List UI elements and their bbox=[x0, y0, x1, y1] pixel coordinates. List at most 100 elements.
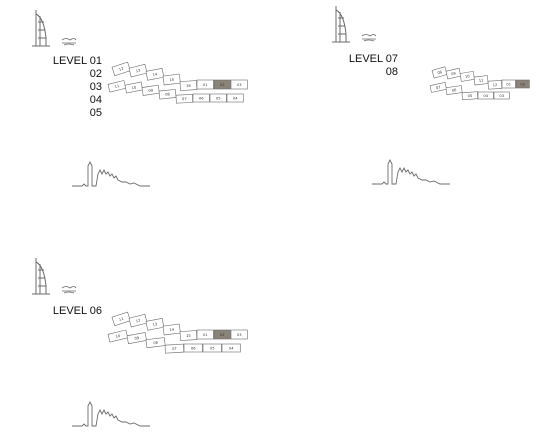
unit-box bbox=[179, 330, 198, 341]
unit-box bbox=[196, 79, 214, 90]
unit-number: 03 bbox=[499, 94, 504, 98]
unit-number: 05 bbox=[210, 346, 215, 350]
unit-cell: 13 bbox=[145, 317, 165, 331]
unit-number: 15 bbox=[186, 334, 191, 338]
unit-highlighted bbox=[515, 79, 530, 89]
level-label: 04 bbox=[89, 94, 102, 106]
unit-box bbox=[473, 75, 489, 86]
unit-number: 06 bbox=[191, 346, 196, 350]
unit-number: 03 bbox=[237, 333, 242, 337]
unit-cell: 02 bbox=[213, 79, 231, 90]
unit-cell: 07 bbox=[164, 343, 185, 354]
unit-cell: 15 bbox=[162, 73, 181, 86]
unit-box bbox=[162, 73, 181, 86]
level-label: LEVEL 01 bbox=[52, 55, 102, 67]
unit-number: 02 bbox=[220, 83, 225, 87]
unit-cell: 15 bbox=[179, 330, 198, 341]
unit-number: 10 bbox=[115, 334, 121, 339]
unit-number: 06 bbox=[199, 96, 204, 100]
unit-box bbox=[183, 343, 203, 353]
unit-box bbox=[459, 70, 475, 82]
unit-number: 04 bbox=[229, 346, 234, 350]
unit-box bbox=[164, 343, 185, 354]
unit-cell: 04 bbox=[477, 91, 494, 100]
unit-number: 03 bbox=[237, 83, 242, 87]
unit-cell: 13 bbox=[128, 63, 148, 78]
unit-cell: 06 bbox=[445, 85, 463, 95]
unit-number: 13 bbox=[135, 68, 140, 73]
unit-number: 07 bbox=[436, 85, 441, 90]
unit-box bbox=[111, 311, 131, 327]
unit-box bbox=[487, 80, 503, 90]
unit-cell: 10 bbox=[107, 329, 129, 343]
unit-cell: 04 bbox=[226, 93, 244, 103]
level-label: 08 bbox=[385, 66, 398, 78]
unit-number: 08 bbox=[437, 70, 443, 75]
unit-box bbox=[493, 91, 510, 100]
unit-number: 14 bbox=[152, 72, 158, 77]
unit-number: 12 bbox=[135, 318, 140, 323]
unit-number: 07 bbox=[172, 347, 177, 351]
unit-number: 01 bbox=[203, 83, 208, 87]
unit-number: 12 bbox=[118, 67, 124, 72]
unit-box bbox=[221, 343, 241, 353]
unit-box bbox=[230, 329, 248, 340]
unit-cell: 06 bbox=[192, 93, 210, 103]
unit-box bbox=[445, 67, 462, 80]
unit-row-top: 12 13 14 15 16 01 02 03 bbox=[111, 61, 248, 91]
unit-cell: 05 bbox=[461, 91, 479, 101]
unit-box bbox=[429, 82, 447, 93]
unit-box bbox=[179, 80, 198, 91]
unit-box bbox=[192, 93, 210, 103]
unit-box bbox=[226, 93, 244, 103]
level-label: LEVEL 06 bbox=[52, 305, 102, 317]
unit-cell: 02 bbox=[213, 329, 231, 340]
unit-box bbox=[107, 80, 127, 93]
unit-number: 08 bbox=[153, 341, 159, 346]
unit-cell: 09 bbox=[126, 332, 147, 345]
unit-box bbox=[158, 89, 177, 100]
level-label: 03 bbox=[89, 81, 102, 93]
unit-cell: 03 bbox=[230, 329, 248, 340]
unit-number: 11 bbox=[479, 78, 484, 82]
level-list: LEVEL 06 bbox=[30, 305, 102, 318]
unit-number: 02 bbox=[220, 333, 225, 337]
unit-box bbox=[145, 317, 165, 331]
unit-number: 04 bbox=[233, 96, 238, 100]
unit-cell: 05 bbox=[209, 93, 227, 103]
unit-number: 14 bbox=[169, 327, 175, 332]
unit-box bbox=[431, 66, 448, 79]
burj-al-arab-icon bbox=[32, 258, 77, 295]
unit-cell: 01 bbox=[501, 79, 516, 89]
unit-cell: 12 bbox=[111, 61, 131, 77]
unit-cell: 09 bbox=[445, 67, 462, 80]
unit-cell: 16 bbox=[179, 80, 198, 91]
unit-number: 10 bbox=[465, 74, 471, 79]
unit-number: 15 bbox=[169, 78, 174, 83]
unit-number: 04 bbox=[483, 94, 488, 98]
unit-number: 01 bbox=[203, 333, 208, 337]
unit-number: 07 bbox=[182, 97, 187, 101]
level-list: LEVEL 07 08 bbox=[328, 53, 398, 79]
skyline-icon bbox=[372, 158, 450, 185]
unit-cell: 11 bbox=[473, 75, 489, 86]
unit-row-bottom: 10 09 08 07 06 05 04 bbox=[107, 329, 241, 354]
unit-cell: 01 bbox=[196, 79, 214, 90]
unit-cell: 14 bbox=[145, 67, 165, 81]
unit-box bbox=[202, 343, 222, 353]
unit-cell: 08 bbox=[158, 89, 177, 100]
unit-number: 05 bbox=[216, 96, 221, 100]
unit-box bbox=[162, 323, 181, 336]
unit-number: 12 bbox=[493, 83, 498, 87]
unit-cell: 07 bbox=[429, 82, 447, 93]
unit-box bbox=[175, 94, 194, 104]
unit-box bbox=[111, 61, 131, 77]
